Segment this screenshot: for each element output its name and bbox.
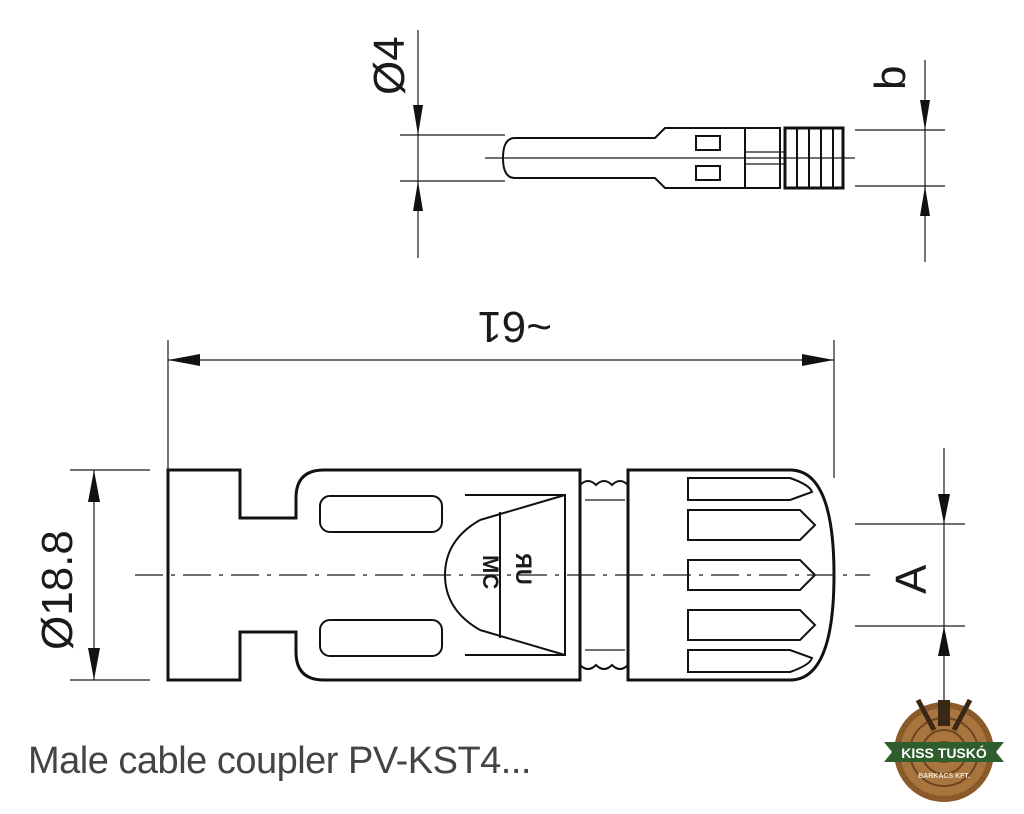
company-logo: KISS TUSKÓ BARKÁCS KFT. — [884, 698, 1004, 802]
logo-subtitle: BARKÁCS KFT. — [918, 771, 970, 780]
pin-b-label: b — [866, 66, 915, 90]
body-diameter-label: Ø18.8 — [33, 530, 82, 650]
cable-a-label: A — [887, 564, 936, 594]
logo-name: KISS TUSKÓ — [901, 744, 987, 761]
total-length-label: ~61 — [477, 302, 552, 351]
pin-view: Ø4 b — [365, 30, 945, 262]
brand-marking: MC — [478, 555, 503, 589]
cable-a-dimension: A — [855, 448, 965, 700]
cert-marking: ЯU — [511, 553, 536, 585]
caption: Male cable coupler PV-KST4... — [28, 740, 531, 782]
body-diameter-dimension: Ø18.8 — [33, 469, 150, 681]
pin-diameter-label: Ø4 — [365, 36, 414, 95]
length-dimension: ~61 — [167, 302, 835, 478]
connector-body: MC ЯU — [135, 468, 870, 682]
